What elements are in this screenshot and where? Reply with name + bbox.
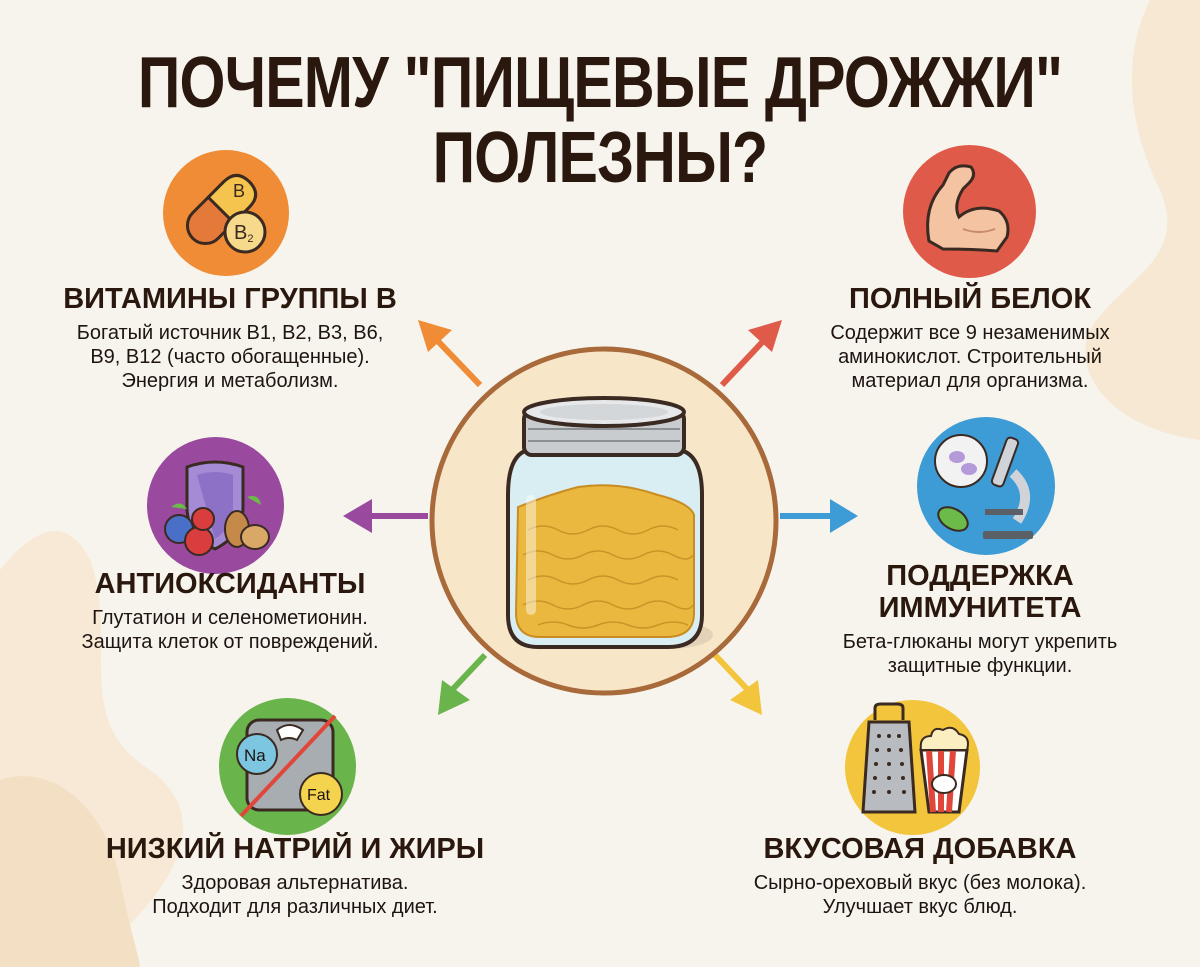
benefit-heading-line-1: ПОДДЕРЖКА <box>886 560 1074 592</box>
benefit-description: Здоровая альтернатива. Подходит для разл… <box>152 872 438 918</box>
arrow-to-low-sodium <box>438 652 488 715</box>
benefit-description: Сырно-ореховый вкус (без молока). Улучша… <box>753 872 1087 918</box>
benefit-description: Глутатион и селенометионин. Защита клето… <box>81 607 379 653</box>
benefit-flavor: ВКУСОВАЯ ДОБАВКА Сырно-ореховый вкус (бе… <box>690 833 1150 919</box>
benefit-heading: ВИТАМИНЫ ГРУППЫ B <box>63 283 397 315</box>
benefit-heading: ВКУСОВАЯ ДОБАВКА <box>763 833 1077 865</box>
svg-text:Na: Na <box>244 746 266 765</box>
benefit-description: Богатый источник B1, B2, B3, B6, B9, B12… <box>76 322 384 392</box>
benefit-heading: АНТИОКСИДАНТЫ <box>94 568 366 600</box>
vitamin-capsule-icon: B B2 <box>163 150 289 276</box>
benefit-immunity: ПОДДЕРЖКА ИММУНИТЕТА Бета-глюканы могут … <box>830 560 1130 678</box>
arrow-to-antioxidants <box>343 499 428 533</box>
arrow-to-vitamins <box>418 320 483 388</box>
page-title-line-2: ПОЛЕЗНЫ? <box>432 118 768 198</box>
benefit-complete-protein: ПОЛНЫЙ БЕЛОК Содержит все 9 незаменимых … <box>790 283 1150 393</box>
arrow-to-immunity <box>780 499 858 533</box>
nutritional-yeast-jar-icon <box>429 346 779 696</box>
benefit-heading: НИЗКИЙ НАТРИЙ И ЖИРЫ <box>105 833 485 865</box>
benefit-low-sodium-fat: НИЗКИЙ НАТРИЙ И ЖИРЫ Здоровая альтернати… <box>60 833 530 919</box>
page-title-line-1: ПОЧЕМУ "ПИЩЕВЫЕ ДРОЖЖИ" <box>137 43 1063 123</box>
benefit-antioxidants: АНТИОКСИДАНТЫ Глутатион и селенометионин… <box>20 568 440 654</box>
microscope-cell-icon <box>917 417 1055 555</box>
center-jar-illustration <box>428 345 780 697</box>
grater-popcorn-icon <box>845 700 980 835</box>
arrow-to-protein <box>719 320 782 388</box>
scale-crossed-icon: Na Fat <box>219 698 356 835</box>
benefit-heading: ПОЛНЫЙ БЕЛОК <box>848 283 1092 315</box>
benefit-vitamins-b: ВИТАМИНЫ ГРУППЫ B Богатый источник B1, B… <box>20 283 440 393</box>
benefit-heading-line-2: ИММУНИТЕТА <box>878 592 1082 624</box>
svg-text:Fat: Fat <box>307 787 331 804</box>
shield-berries-nuts-icon <box>147 437 284 574</box>
svg-text:B: B <box>233 181 245 201</box>
flexed-bicep-icon <box>903 145 1036 278</box>
benefit-description: Бета-глюканы могут укрепить защитные фун… <box>842 631 1118 677</box>
benefit-description: Содержит все 9 незаменимых аминокислот. … <box>830 322 1110 392</box>
arrow-to-flavor <box>712 652 762 715</box>
